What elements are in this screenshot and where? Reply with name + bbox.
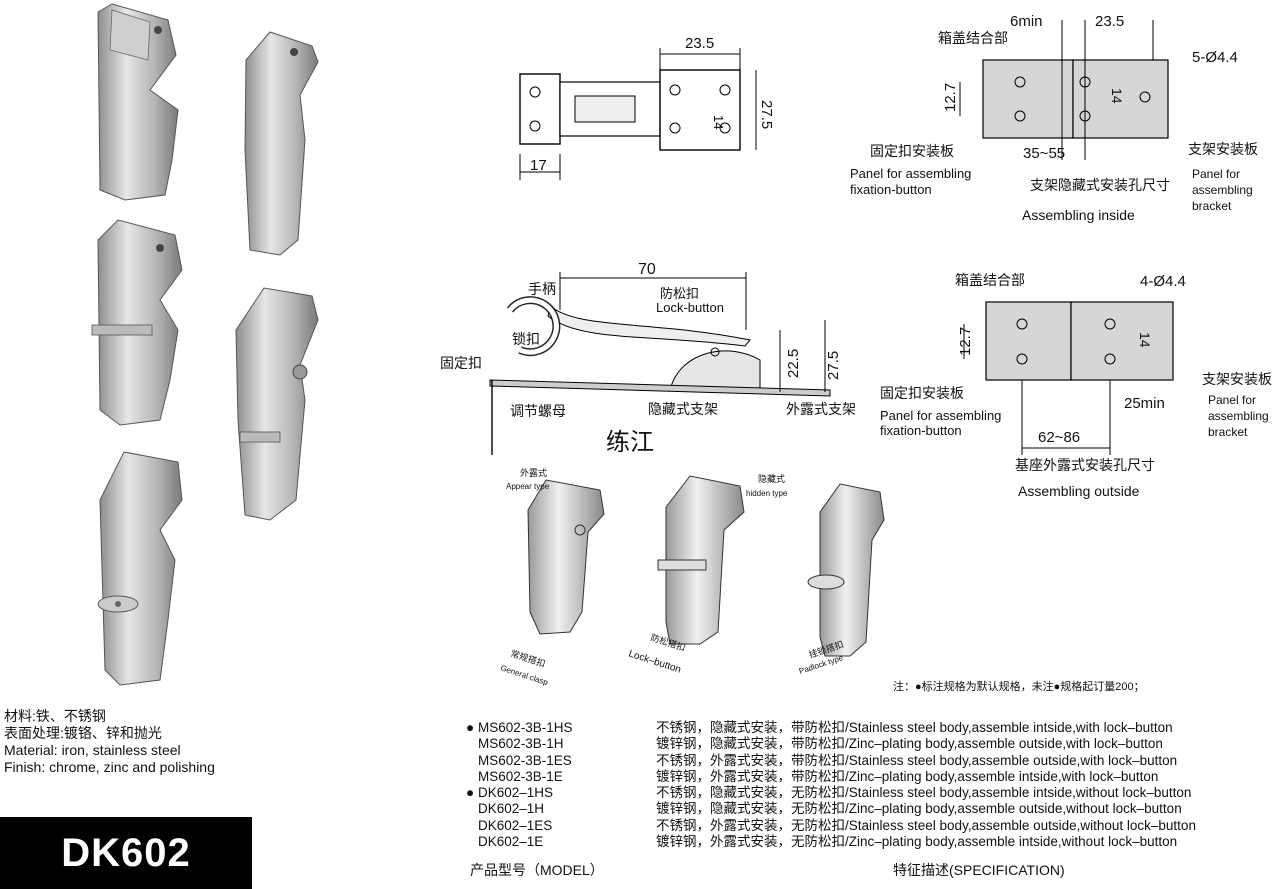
outside-panel-en-1: Panel for assembling	[880, 408, 1001, 423]
latch-photo-2	[244, 31, 319, 256]
product-photos	[91, 3, 319, 686]
side-dim-22-5: 22.5	[785, 349, 802, 378]
side-dim-70: 70	[638, 261, 656, 278]
inside-bracket-en-3: bracket	[1192, 199, 1232, 213]
spec-row: 不锈钢，隐藏式安装，无防松扣/Stainless steel body,asse…	[656, 785, 1192, 801]
spec-row: 镀锌钢，隐藏式安装，无防松扣/Zinc–plating body,assembl…	[656, 801, 1182, 817]
inside-panel-en-1: Panel for assembling	[850, 166, 971, 181]
type-appear-en: Appear type	[506, 482, 550, 491]
side-view-drawing: 70 手柄 防松扣 Lock-button 锁扣 固定扣 22.5 27.5 调…	[440, 261, 856, 456]
model-row: DK602–1E	[478, 834, 544, 850]
type-padlock-en: Padlock type	[798, 653, 845, 676]
side-lock-cn: 防松扣	[660, 286, 699, 301]
type-lock-en: Lock–button	[627, 648, 682, 675]
side-latch: 锁扣	[512, 331, 540, 347]
model-list: ●MS602-3B-1HS MS602-3B-1H MS602-3B-1ES M…	[466, 720, 573, 850]
inside-dim-23-5: 23.5	[1095, 13, 1124, 30]
inside-dim-range: 35~55	[1023, 145, 1065, 162]
model-row: DK602–1ES	[478, 817, 553, 833]
outside-panel-cn: 固定扣安装板	[880, 385, 964, 401]
model-row: DK602–1H	[478, 801, 545, 817]
latch-photo-4	[235, 287, 319, 521]
spec-row: 镀锌钢，外露式安装，无防松扣/Zinc–plating body,assembl…	[656, 834, 1178, 850]
top-dim-height: 27.5	[758, 100, 775, 129]
spec-row: 镀锌钢，外露式安装，带防松扣/Zinc–plating body,assembl…	[656, 768, 1159, 784]
finish-en: Finish: chrome, zinc and polishing	[4, 759, 215, 775]
side-hidden-bracket: 隐藏式支架	[648, 401, 718, 417]
spec-row: 不锈钢，隐藏式安装，带防松扣/Stainless steel body,asse…	[656, 720, 1173, 735]
inside-dim-14: 14	[1109, 88, 1125, 104]
inside-bracket-cn: 支架安装板	[1188, 141, 1258, 157]
assembling-outside-drawing: 箱盖结合部 4-Ø4.4 12.7 14 25min 62~86 固定扣安装板 …	[880, 272, 1272, 499]
top-dim-17: 17	[530, 157, 547, 174]
inside-caption-cn: 支架隐藏式安装孔尺寸	[1030, 177, 1170, 193]
side-lock-en: Lock-button	[656, 300, 724, 315]
default-marker: ●	[466, 720, 475, 735]
inside-panel-cn: 固定扣安装板	[870, 143, 954, 159]
outside-bracket-en-3: bracket	[1208, 425, 1248, 439]
model-row: MS602-3B-1ES	[478, 752, 572, 768]
model-row: MS602-3B-1E	[478, 768, 563, 784]
side-outer-bracket: 外露式支架	[786, 401, 856, 417]
type-hidden-cn: 隐藏式	[758, 473, 785, 484]
material-cn: 材料:铁、不锈钢	[4, 708, 106, 724]
spec-row: 不锈钢，外露式安装，无防松扣/Stainless steel body,asse…	[656, 817, 1196, 833]
inside-caption-en: Assembling inside	[1022, 207, 1135, 223]
outside-bracket-en-2: assembling	[1208, 409, 1269, 423]
inside-holes: 5-Ø4.4	[1192, 49, 1238, 66]
spec-row: 不锈钢，外露式安装，带防松扣/Stainless steel body,asse…	[656, 752, 1178, 768]
outside-holes: 4-Ø4.4	[1140, 273, 1186, 290]
outside-panel-en-2: fixation-button	[880, 423, 962, 438]
latch-photo-1	[97, 3, 179, 201]
inside-panel-en-2: fixation-button	[850, 182, 932, 197]
top-dim-14: 14	[711, 115, 726, 129]
outside-dim-25min: 25min	[1124, 395, 1165, 412]
default-marker: ●	[466, 785, 475, 801]
inside-bracket-en-2: assembling	[1192, 183, 1253, 197]
side-handle: 手柄	[528, 281, 556, 297]
assembling-inside-drawing: 箱盖结合部 6min 23.5 5-Ø4.4 12.7 14 35~55 固定扣…	[850, 13, 1258, 223]
top-dim-width: 23.5	[685, 35, 714, 52]
outside-dim-12-7: 12.7	[957, 327, 974, 356]
outside-bracket-en-1: Panel for	[1208, 393, 1256, 407]
side-fix: 固定扣	[440, 355, 482, 371]
order-note: 注：●标注规格为默认规格，未注●规格起订量200；	[893, 681, 1145, 693]
model-column-label: 产品型号（MODEL）	[470, 862, 604, 878]
inside-dim-12-7: 12.7	[942, 83, 959, 112]
latch-photo-3	[91, 219, 183, 426]
model-row: MS602-3B-1H	[478, 736, 564, 752]
model-row: ●MS602-3B-1HS	[466, 720, 573, 735]
outside-box-joint: 箱盖结合部	[955, 272, 1025, 288]
side-nut: 调节螺母	[510, 403, 566, 419]
side-dim-27-5: 27.5	[825, 351, 842, 380]
outside-caption-cn: 基座外露式安装孔尺寸	[1015, 457, 1155, 473]
inside-box-joint: 箱盖结合部	[938, 30, 1008, 46]
outside-dim-range: 62~86	[1038, 429, 1080, 446]
type-hidden-en: hidden type	[746, 489, 788, 498]
finish-cn: 表面处理:镀铬、锌和抛光	[4, 725, 162, 741]
side-mark: 练江	[606, 429, 654, 456]
material-en: Material: iron, stainless steel	[4, 742, 181, 758]
top-view-drawing: 23.5 14 27.5 17	[519, 35, 775, 180]
product-code-badge: DK602	[0, 817, 252, 889]
spec-list: 不锈钢，隐藏式安装，带防松扣/Stainless steel body,asse…	[656, 720, 1196, 850]
material-info: 材料:铁、不锈钢 表面处理:镀铬、锌和抛光 Material: iron, st…	[4, 708, 215, 776]
inside-dim-6min: 6min	[1010, 13, 1043, 30]
latch-types: 外露式 Appear type 隐藏式 hidden type 常规搭扣 Gen…	[500, 467, 885, 687]
spec-row: 镀锌钢，隐藏式安装，带防松扣/Zinc–plating body,assembl…	[656, 736, 1163, 752]
outside-caption-en: Assembling outside	[1018, 483, 1140, 499]
type-general-cn: 常规搭扣	[509, 647, 547, 669]
outside-dim-14: 14	[1137, 332, 1153, 348]
model-row: ●DK602–1HS	[466, 785, 554, 801]
spec-column-label: 特征描述(SPECIFICATION)	[893, 862, 1065, 878]
type-appear-cn: 外露式	[520, 467, 547, 478]
inside-bracket-en-1: Panel for	[1192, 167, 1240, 181]
outside-bracket-cn: 支架安装板	[1202, 371, 1272, 387]
latch-photo-5	[97, 451, 183, 686]
